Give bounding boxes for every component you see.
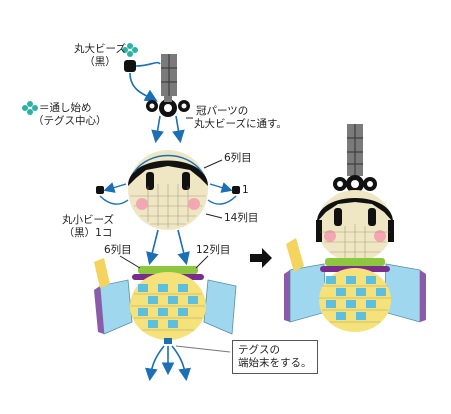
row12-body-label: 12列目 — [196, 244, 231, 256]
tegus-end-line1: テグスの — [238, 344, 280, 356]
flow-arrows-top — [129, 61, 161, 102]
flow-arrows-crown — [151, 115, 185, 144]
tegus-end-note: テグスの 端始末をする。 — [232, 340, 318, 374]
row-leaders — [203, 159, 223, 219]
crown-note-line2: 丸大ビーズに通す。 — [194, 118, 287, 130]
tegus-end-line2: 端始末をする。 — [238, 357, 312, 369]
row6-top-label: 6列目 — [224, 152, 252, 164]
maru-sho-line1: 丸小ビーズ — [62, 214, 114, 226]
legend-start-line2: （テグス中心） — [33, 115, 107, 127]
right-arrow-icon — [250, 248, 272, 268]
start-marker-icon-legend — [22, 101, 38, 115]
row14-label: 14列目 — [224, 212, 259, 224]
crown-note-label: 冠パーツの 丸大ビーズに通す。 — [194, 105, 287, 131]
body-diagram — [94, 258, 237, 344]
body-leaders — [119, 255, 209, 269]
flow-arrows-head — [146, 229, 190, 266]
maru-dai-label-line1: 丸大ビーズ — [74, 43, 126, 55]
maru-dai-label-line2: （黒） — [84, 56, 116, 68]
legend-start-label: ＝通し始め （テグス中心） — [33, 102, 107, 128]
maru-dai-label: 丸大ビーズ （黒） — [74, 43, 126, 69]
maru-dai-black-bead — [124, 60, 136, 72]
row6-body-label: 6列目 — [104, 244, 132, 256]
start-marker-icon — [122, 43, 138, 57]
tegus-end-leader — [175, 345, 231, 353]
crown-beads — [146, 96, 190, 117]
legend-start-line1: ＝通し始め — [39, 102, 92, 114]
side-beads — [96, 182, 240, 205]
flow-arrows-bottom — [145, 345, 191, 382]
maru-sho-line2: （黒）1コ — [63, 227, 113, 239]
crown-stem — [161, 54, 177, 96]
crown-note-line1: 冠パーツの — [196, 105, 249, 117]
head-diagram — [128, 150, 208, 230]
num-1-label: 1 — [242, 184, 249, 196]
maru-sho-label: 丸小ビーズ （黒）1コ — [62, 214, 114, 240]
finished-figure — [284, 124, 426, 332]
